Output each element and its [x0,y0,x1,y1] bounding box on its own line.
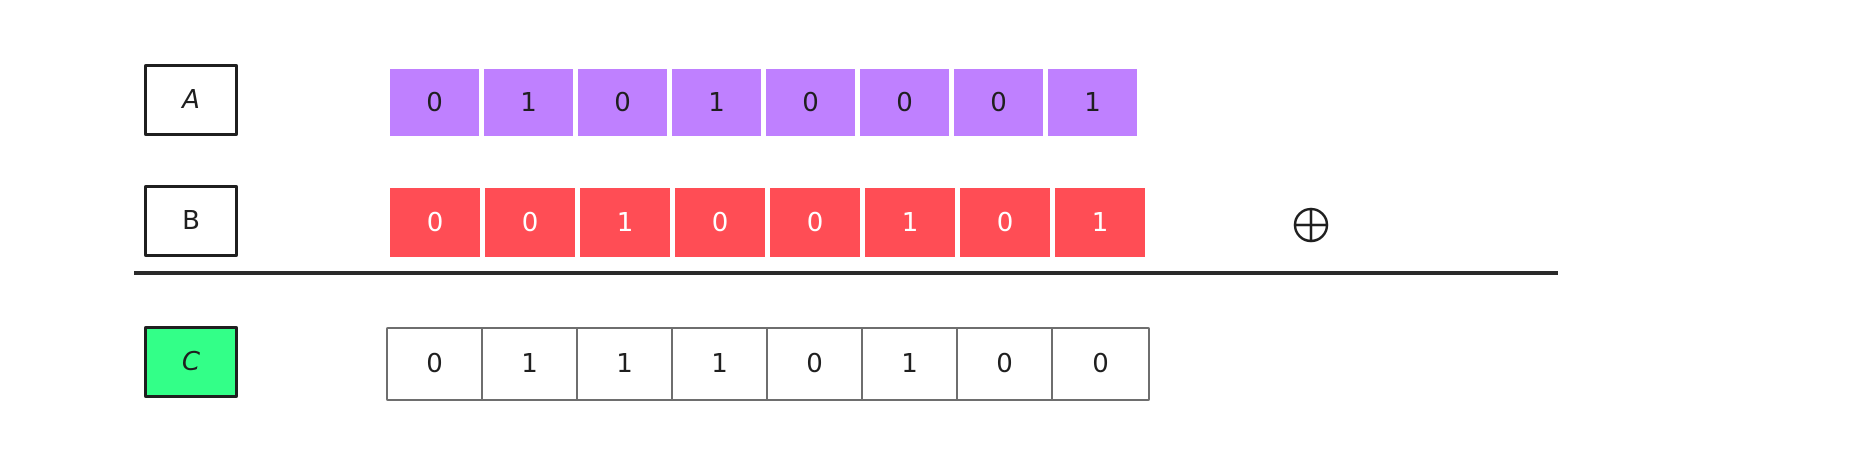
bit-b-7: 1 [1055,188,1145,257]
bit-a-5: 0 [860,69,949,136]
bit-b-1: 0 [485,188,575,257]
bit-b-2: 1 [580,188,670,257]
bit-a-0: 0 [390,69,479,136]
bit-a-6: 0 [954,69,1043,136]
bit-b-0: 0 [390,188,480,257]
row-b-bits: 0 0 1 0 0 1 0 1 [390,188,1145,257]
bit-b-5: 1 [865,188,955,257]
bit-a-4: 0 [766,69,855,136]
bit-c-4: 0 [768,329,863,399]
bit-a-3: 1 [672,69,761,136]
bit-c-5: 1 [863,329,958,399]
bit-c-0: 0 [388,329,483,399]
xor-circle-plus-icon [1293,207,1329,243]
row-c-bits: 0 1 1 1 0 1 0 0 [386,327,1150,401]
label-b: B [144,185,238,257]
bit-c-3: 1 [673,329,768,399]
bit-a-2: 0 [578,69,667,136]
bit-a-7: 1 [1048,69,1137,136]
bit-c-6: 0 [958,329,1053,399]
row-a-bits: 0 1 0 1 0 0 0 1 [390,69,1137,136]
bit-c-1: 1 [483,329,578,399]
bit-a-1: 1 [484,69,573,136]
bit-b-4: 0 [770,188,860,257]
bit-c-7: 0 [1053,329,1148,399]
label-c: C [144,326,238,398]
result-divider [134,271,1558,275]
bit-c-2: 1 [578,329,673,399]
bit-b-3: 0 [675,188,765,257]
bit-b-6: 0 [960,188,1050,257]
label-a: A [144,64,238,136]
